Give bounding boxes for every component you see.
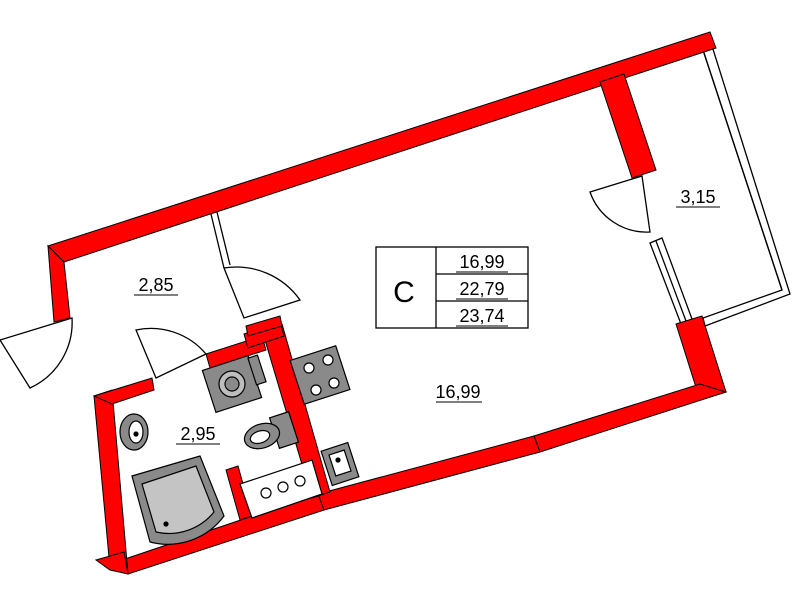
room-door [223,266,302,319]
walls [47,31,728,575]
shower-tray-icon [131,455,225,545]
legend-underlines [456,271,508,327]
heater-icon [247,354,267,386]
wall-hall-stub [245,315,283,337]
stove-icon [289,344,351,406]
wash-basin-icon [119,413,149,451]
entrance-door [0,317,73,389]
wall-corner [94,551,129,575]
balcony-door [589,175,651,233]
room-label-bathroom: 2,95 [180,424,215,444]
room-label-underlines [134,206,720,445]
doors [0,175,651,389]
kitchen-sink-icon [320,441,360,487]
bathroom-door [135,327,208,379]
legend-total-area: 22,79 [459,279,504,299]
legend-letter: С [393,276,415,309]
wall-bath-top [92,377,155,405]
interior-thin-walls [209,207,231,269]
room-label-balcony: 3,15 [680,187,715,207]
wall-top [47,31,717,263]
wall-bath-left [93,389,129,575]
room-label-main: 16,99 [435,382,480,402]
wall-pillar [599,73,657,179]
wall-bottom-right [533,383,728,453]
legend-living-area: 16,99 [459,252,504,272]
washing-machine-icon [201,354,263,414]
toilet-icon [243,410,300,450]
legend-total-with-balcony: 23,74 [459,306,504,326]
legend-frame [375,246,529,329]
kitchen-counter-icon [239,459,323,519]
balcony [649,45,791,327]
room-label-hallway: 2,85 [138,275,173,295]
area-legend [375,246,529,329]
